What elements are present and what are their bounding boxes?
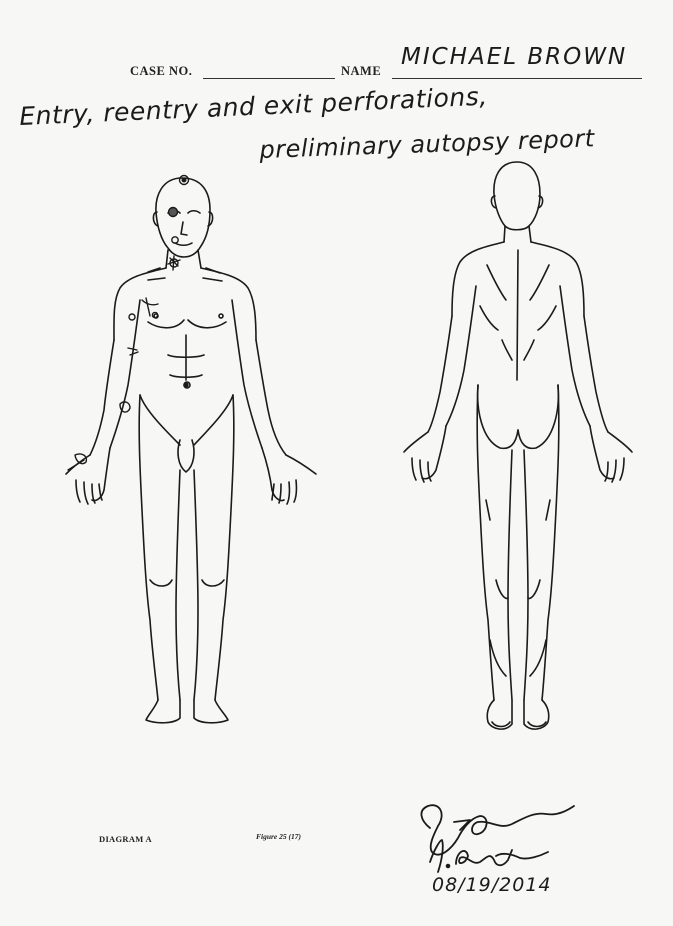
signature-date: 08/19/2014 — [432, 874, 552, 896]
